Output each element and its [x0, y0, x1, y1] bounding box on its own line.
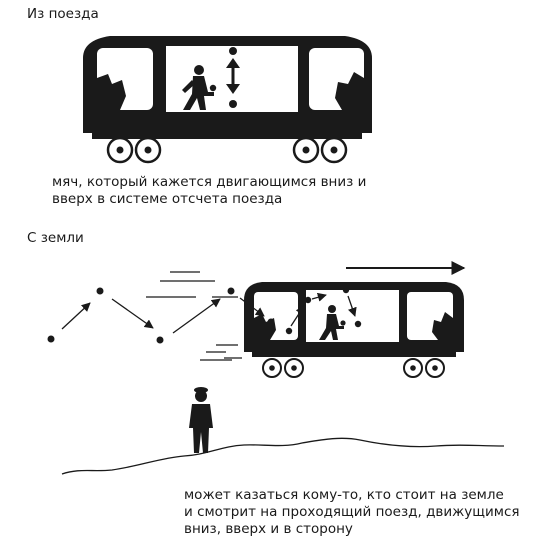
top-caption-line-2: вверх в системе отсчета поезда [52, 191, 283, 207]
speed-lines [146, 271, 242, 361]
ground-line [61, 437, 505, 475]
bottom-section-title: С земли [27, 230, 84, 246]
train-car-icon [244, 282, 464, 357]
person-dribbling-icon [319, 305, 346, 340]
train-car-icon [83, 36, 372, 139]
standing-observer-icon [189, 387, 213, 453]
arrow-icon [290, 292, 357, 327]
wheel-icon [262, 358, 445, 378]
ball-motion-indicator [226, 47, 240, 108]
arrow-icon [61, 297, 265, 334]
person-dribbling-icon [182, 65, 217, 110]
bottom-caption-line-2: и смотрит на проходящий поезд, движущимс… [184, 504, 520, 520]
top-section-title: Из поезда [27, 6, 99, 22]
bottom-caption-line-1: может казаться кому-то, кто стоит на зем… [184, 487, 504, 503]
bottom-caption-line-3: вниз, вверх и в сторону [184, 521, 353, 537]
ball-icon [47, 287, 275, 344]
top-caption-line-1: мяч, который кажется двигающимся вниз и [52, 174, 367, 190]
wheel-icon [106, 136, 348, 164]
ball-icon [285, 286, 362, 335]
